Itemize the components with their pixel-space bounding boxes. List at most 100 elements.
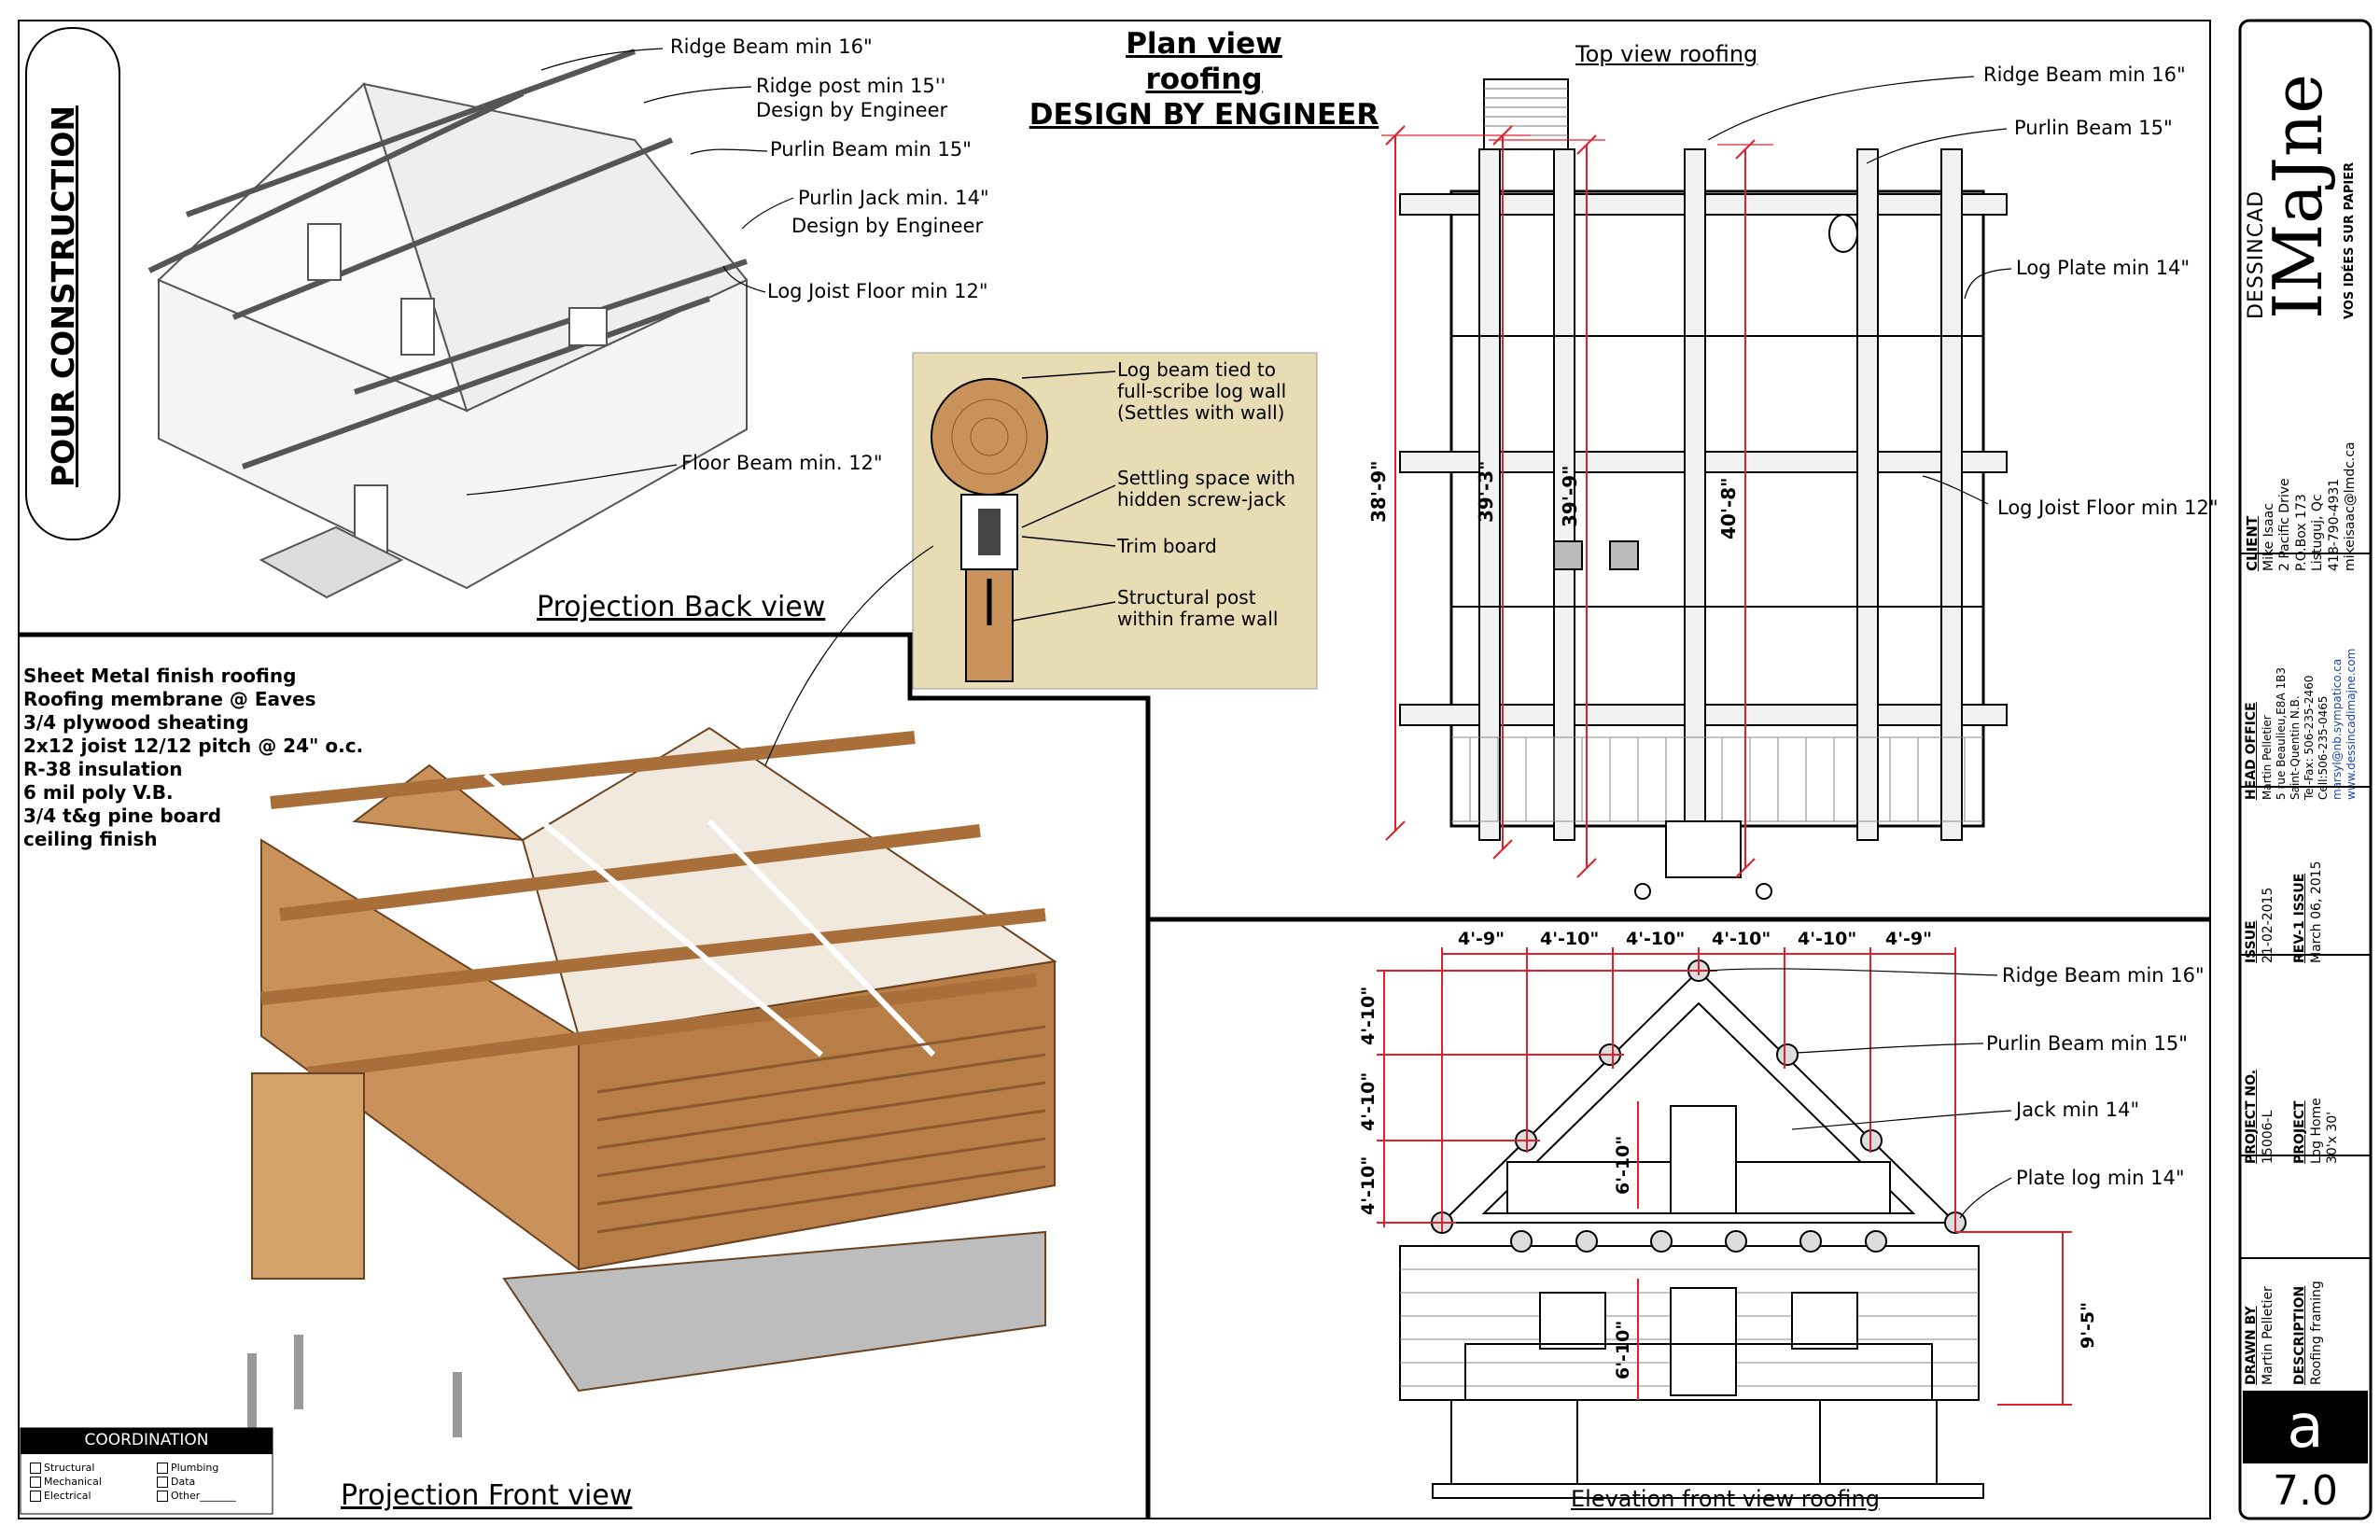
back-view-sketch <box>147 49 749 599</box>
elevation-drawing <box>1399 959 1984 1499</box>
desc-value: Roofing framing <box>2308 1281 2324 1385</box>
detail-connector <box>764 545 934 766</box>
office-line: 5 rue Beaulieu,E8A 1B3 <box>2274 667 2288 800</box>
coordination-right: Plumbing Data Other_______ <box>157 1461 236 1503</box>
checkbox-label: Plumbing <box>171 1462 219 1474</box>
drawn-heading: DRAWN BY <box>2244 1306 2259 1385</box>
office-line[interactable]: marsyl@nb.sympatico.ca <box>2330 658 2344 800</box>
back-label-ridge-post: Ridge post min 15'' <box>756 75 946 97</box>
office-line: Saint-Quentin N.B. <box>2288 695 2302 800</box>
main-title-line1: Plan view <box>1126 27 1282 61</box>
tb-divider <box>2240 786 2371 788</box>
elev-left-dim-1: 4'-10" <box>1358 986 1379 1045</box>
drawn-value: Martin Pelletier <box>2260 1286 2275 1385</box>
back-label-log-joist: Log Joist Floor min 12" <box>767 280 988 302</box>
elev-top-dim-3: 4'-10" <box>1626 929 1686 949</box>
detail-label-5: hidden screw-jack <box>1117 488 1286 511</box>
elev-top-dim-5: 4'-10" <box>1798 929 1857 949</box>
main-title: Plan view roofing DESIGN BY ENGINEER <box>1017 26 1391 133</box>
detail-label-2: full-scribe log wall <box>1117 380 1287 402</box>
sheet-number: 7.0 <box>2273 1467 2338 1515</box>
top-view-title: Top view roofing <box>1575 41 1758 67</box>
roof-spec-line: ceiling finish <box>23 828 158 850</box>
elev-label-jack: Jack min 14" <box>2016 1099 2140 1121</box>
elev-right-dim: 9'-5" <box>2078 1301 2098 1349</box>
side-title: POUR CONSTRUCTION <box>45 105 81 487</box>
elev-mid-dim-2: 6'-10" <box>1613 1320 1633 1379</box>
elev-label-plate-log: Plate log min 14" <box>2016 1167 2185 1189</box>
rev-section: REV-1 ISSUE March 06, 2015 <box>2292 861 2325 963</box>
detail-label-1: Log beam tied to <box>1117 358 1277 381</box>
elevation-dims <box>1377 947 2072 1406</box>
checkbox[interactable] <box>30 1491 41 1502</box>
back-label-ridge-beam: Ridge Beam min 16" <box>670 35 873 58</box>
top-label-ridge-beam: Ridge Beam min 16" <box>1983 63 2186 86</box>
checkbox[interactable] <box>30 1463 41 1474</box>
coordination-item[interactable]: Data <box>157 1475 236 1489</box>
checkbox-label: Mechanical <box>44 1476 102 1488</box>
issue-heading: ISSUE <box>2244 920 2259 963</box>
roof-spec-line: Sheet Metal finish roofing <box>23 665 297 687</box>
top-view-plan <box>1399 78 2008 900</box>
coordination-left: Structural Mechanical Electrical <box>30 1461 102 1503</box>
office-line: Martin Pelletier <box>2260 715 2274 800</box>
pour-construction-box <box>25 27 120 540</box>
back-view-title: Projection Back view <box>537 591 826 623</box>
checkbox-label: Electrical <box>44 1490 91 1502</box>
office-line: Cell:506-235-0465 <box>2316 695 2330 800</box>
detail-label-4: Settling space with <box>1117 467 1295 489</box>
elev-label-purlin-beam: Purlin Beam min 15" <box>1986 1032 2188 1055</box>
top-dim-3: 39'-9" <box>1559 465 1581 527</box>
elev-top-dim-1: 4'-9" <box>1458 929 1505 949</box>
main-title-line2: roofing <box>1145 63 1263 96</box>
office-line[interactable]: www.dessincadimajne.com <box>2344 648 2358 800</box>
roof-spec-line: 3/4 plywood sheating <box>23 711 249 734</box>
sheet-letter: a <box>2287 1393 2324 1462</box>
office-heading: HEAD OFFICE <box>2244 702 2259 800</box>
elev-mid-dim-1: 6'-10" <box>1613 1135 1633 1195</box>
log-beam-detail <box>912 352 1318 690</box>
coordination-item[interactable]: Structural <box>30 1461 102 1475</box>
checkbox[interactable] <box>157 1491 168 1502</box>
sheet-letter-bg <box>2243 1391 2368 1463</box>
desc-section: DESCRIPTION Roofing framing <box>2292 1281 2325 1385</box>
coordination-item[interactable]: Mechanical <box>30 1475 102 1489</box>
back-view-leaders <box>466 48 794 496</box>
top-dim-1: 38'-9" <box>1367 460 1390 523</box>
back-label-floor-beam: Floor Beam min. 12" <box>681 452 883 474</box>
elev-top-dim-6: 4'-9" <box>1885 929 1933 949</box>
elev-left-dim-2: 4'-10" <box>1358 1071 1379 1131</box>
detail-label-6: Trim board <box>1117 535 1217 557</box>
detail-label-7: Structural post <box>1117 586 1256 609</box>
roof-spec-line: 2x12 joist 12/12 pitch @ 24" o.c. <box>23 735 364 757</box>
sheet-border <box>18 20 2211 1519</box>
elev-top-dim-2: 4'-10" <box>1540 929 1600 949</box>
checkbox-label: Other_______ <box>171 1490 236 1502</box>
coordination-item[interactable]: Plumbing <box>157 1461 236 1475</box>
title-block-frame <box>2238 19 2373 1520</box>
roof-spec-line: 6 mil poly V.B. <box>23 781 174 804</box>
roof-spec-line: R-38 insulation <box>23 758 183 780</box>
coordination-item[interactable]: Other_______ <box>157 1489 236 1503</box>
elev-label-ridge-beam: Ridge Beam min 16" <box>2002 964 2205 987</box>
detail-label-8: within frame wall <box>1117 608 1279 630</box>
checkbox[interactable] <box>157 1463 168 1474</box>
checkbox[interactable] <box>157 1477 168 1488</box>
coordination-item[interactable]: Electrical <box>30 1489 102 1503</box>
top-dim-2: 39'-3" <box>1475 460 1497 523</box>
brand-name: IMaJne <box>2259 74 2337 319</box>
elev-top-dim-4: 4'-10" <box>1712 929 1771 949</box>
divider-left <box>19 632 1151 1519</box>
back-label-ridge-post-note: Design by Engineer <box>756 99 948 121</box>
projno-value: 15006-L <box>2260 1110 2275 1164</box>
issue-date: 21-02-2015 <box>2260 887 2275 963</box>
tb-divider <box>2240 954 2371 956</box>
elevation-view-title: Elevation front view roofing <box>1571 1486 1880 1512</box>
office-section: HEAD OFFICE Martin Pelletier 5 rue Beaul… <box>2244 649 2359 800</box>
top-label-purlin-beam: Purlin Beam 15" <box>2014 117 2173 139</box>
checkbox[interactable] <box>30 1477 41 1488</box>
main-title-line3: DESIGN BY ENGINEER <box>1029 98 1379 132</box>
back-label-purlin-jack-note: Design by Engineer <box>791 215 984 237</box>
tb-divider <box>2240 1257 2371 1259</box>
tb-divider <box>2240 1155 2371 1156</box>
